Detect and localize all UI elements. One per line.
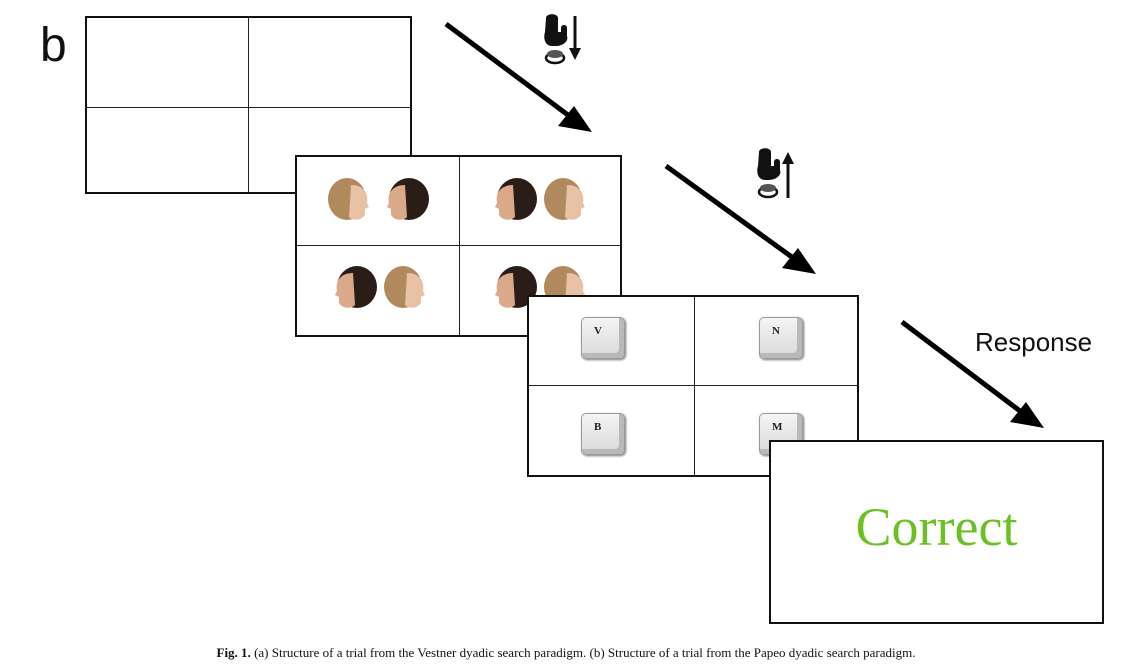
face-pair-facing — [328, 178, 429, 220]
key-label: B — [594, 421, 602, 433]
grid-divider-vertical — [248, 18, 249, 192]
feedback-screen: Correct — [769, 440, 1104, 624]
hand-press-down-icon — [544, 14, 581, 65]
grid-divider-horizontal — [87, 107, 410, 108]
key-label: M — [772, 421, 783, 433]
feedback-text: Correct — [855, 497, 1018, 557]
grid-divider-vertical — [694, 297, 695, 475]
caption-text: (a) Structure of a trial from the Vestne… — [254, 645, 916, 660]
figure-caption: Fig. 1. (a) Structure of a trial from th… — [0, 645, 1132, 661]
key-label: N — [772, 325, 780, 337]
face-pair-back-to-back — [335, 266, 425, 308]
figure-label: Fig. 1. — [216, 645, 251, 660]
response-label: Response — [975, 327, 1093, 357]
faces-grid-screen — [295, 155, 622, 337]
grid-divider-vertical — [459, 157, 460, 335]
key-label: V — [594, 325, 602, 337]
female-head-profile-icon — [328, 178, 369, 220]
key-b: B — [581, 413, 625, 455]
key-v: V — [581, 317, 625, 359]
grid-divider-horizontal — [529, 385, 857, 386]
grid-divider-horizontal — [297, 245, 620, 246]
hand-release-up-icon — [757, 148, 794, 199]
face-pair-back-to-back — [495, 178, 585, 220]
female-head-profile-icon — [387, 178, 429, 220]
key-n: N — [759, 317, 803, 359]
panel-label: b — [40, 19, 67, 72]
